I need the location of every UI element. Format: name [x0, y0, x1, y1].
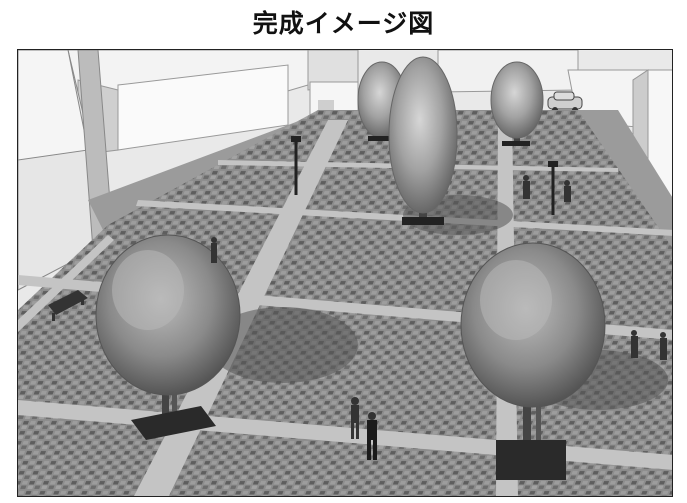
bench — [48, 290, 88, 321]
illustration-frame — [17, 49, 673, 497]
people — [211, 175, 667, 460]
car — [547, 91, 583, 113]
person — [367, 412, 377, 460]
tree-center — [388, 56, 458, 225]
person — [351, 397, 359, 439]
lamp-posts — [294, 140, 555, 215]
page-title: 完成イメージ図 — [252, 9, 435, 38]
plaza-illustration — [18, 50, 672, 496]
lamp-heads — [291, 136, 558, 167]
person — [211, 237, 217, 263]
person — [660, 332, 667, 360]
tree-front-right — [460, 242, 606, 480]
person — [631, 330, 638, 358]
person — [564, 180, 571, 202]
tree-back-right — [490, 61, 544, 146]
tree-front-left — [95, 234, 241, 440]
person — [523, 175, 530, 199]
